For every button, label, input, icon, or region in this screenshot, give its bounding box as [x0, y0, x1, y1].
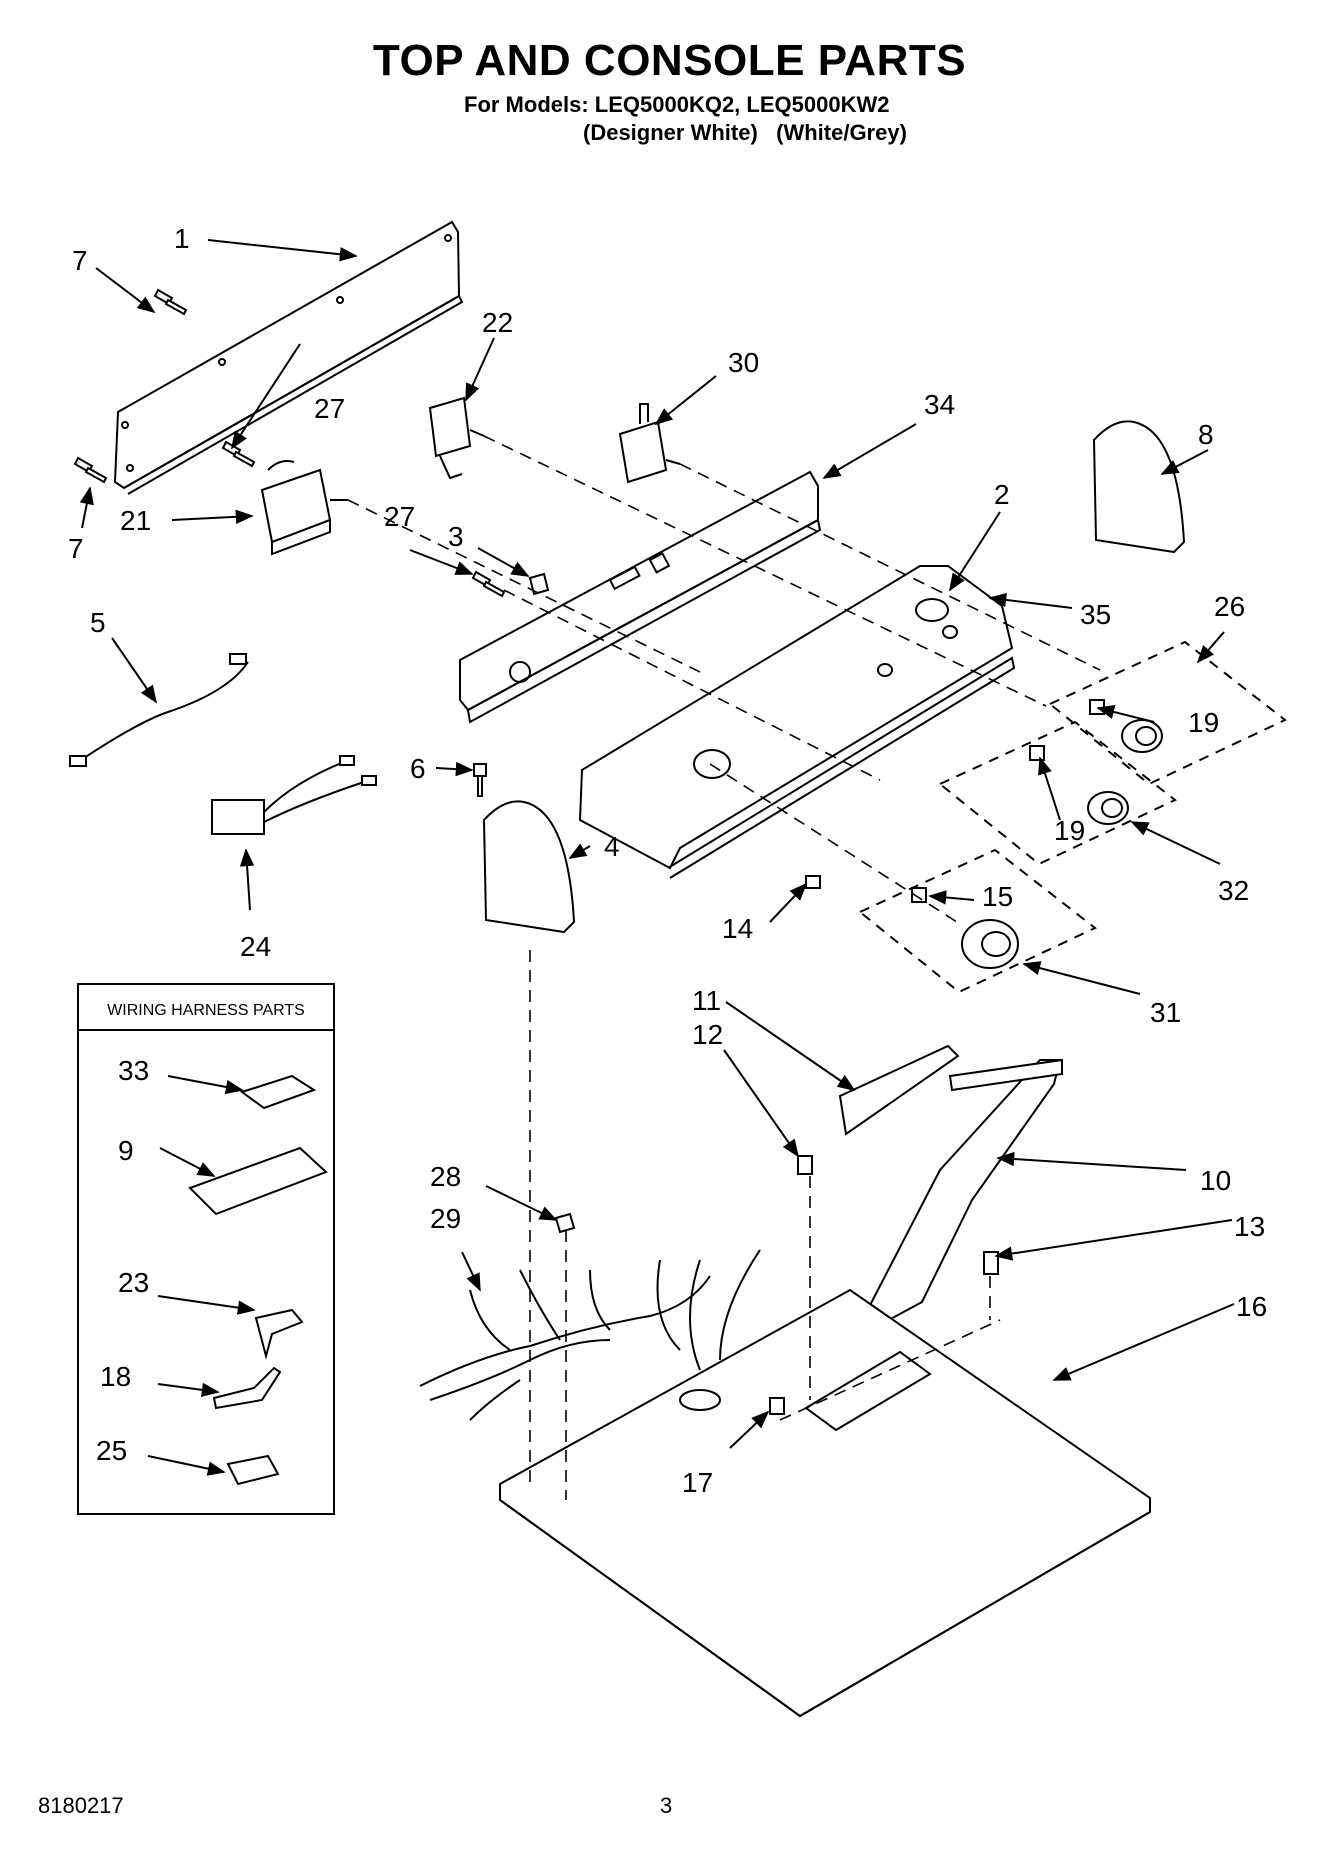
- callout-10: 10: [1200, 1165, 1231, 1196]
- part-31-knob-group: [858, 848, 1097, 994]
- part-knob-middle: [1087, 791, 1129, 825]
- part-16-top-panel: [499, 1288, 1151, 1718]
- callout-7-top: 7: [72, 245, 88, 276]
- part-27-screw-left: [221, 440, 256, 468]
- part-35-console: [578, 565, 1016, 879]
- callout-11: 11: [692, 985, 721, 1016]
- callout-7-bottom: 7: [68, 533, 84, 564]
- part-knob-lower: [961, 919, 1019, 969]
- callout-8: 8: [1198, 419, 1214, 450]
- callout-19-lower: 19: [1054, 815, 1085, 846]
- callout-32: 32: [1218, 875, 1249, 906]
- part-6-screw: [473, 763, 487, 797]
- part-5-wire: [77, 661, 249, 763]
- part-30-switch: [618, 403, 681, 484]
- part-34-control-panel: [459, 470, 822, 724]
- callout-26: 26: [1214, 591, 1245, 622]
- callout-13: 13: [1234, 1211, 1265, 1242]
- callout-2: 2: [994, 479, 1010, 510]
- callout-27-right: 27: [384, 501, 415, 532]
- part-7-screw-bottom: [73, 456, 108, 484]
- wiring-harness-box: [77, 983, 335, 1515]
- callout-6: 6: [410, 753, 426, 784]
- part-15-spacer: [911, 887, 927, 903]
- callout-1: 1: [174, 223, 190, 254]
- part-33-connector: [239, 1074, 317, 1110]
- callout-17: 17: [682, 1467, 713, 1498]
- callout-4: 4: [604, 831, 620, 862]
- doc-number: 8180217: [38, 1793, 124, 1818]
- part-9-connector-block: [188, 1146, 328, 1216]
- callout-22: 22: [482, 307, 513, 338]
- part-1-rear-panel: [113, 220, 464, 495]
- part-12-clip: [797, 1155, 813, 1175]
- callout-27-left: 27: [314, 393, 345, 424]
- part-22-switch: [428, 396, 485, 480]
- part-19-spacer-upper: [1089, 699, 1105, 715]
- page-title: TOP AND CONSOLE PARTS: [372, 36, 967, 85]
- callout-16: 16: [1236, 1291, 1267, 1322]
- part-7-screw-top: [153, 288, 188, 316]
- callout-5: 5: [90, 607, 106, 638]
- part-17-plug: [769, 1397, 785, 1415]
- callout-31: 31: [1150, 997, 1181, 1028]
- part-25-connector: [226, 1454, 280, 1486]
- callout-28: 28: [430, 1161, 461, 1192]
- callout-29: 29: [430, 1203, 461, 1234]
- part-14-screw: [805, 875, 821, 889]
- callout-3: 3: [448, 521, 464, 552]
- page-number: 3: [660, 1793, 673, 1818]
- callout-18: 18: [100, 1361, 131, 1392]
- callout-25: 25: [96, 1435, 127, 1466]
- part-21-timer: [260, 460, 348, 556]
- callout-24: 24: [240, 931, 271, 962]
- callout-33: 33: [118, 1055, 149, 1086]
- part-18-terminal: [212, 1366, 282, 1410]
- callout-30: 30: [728, 347, 759, 378]
- part-19-spacer-lower: [1029, 745, 1045, 761]
- wiring-box-title: WIRING HARNESS PARTS: [107, 1002, 305, 1019]
- part-3-clip: [528, 572, 550, 596]
- callout-21: 21: [120, 505, 151, 536]
- part-8-end-cap-right: [1092, 420, 1186, 554]
- callout-35: 35: [1080, 599, 1111, 630]
- part-32-knob-group: [938, 720, 1177, 866]
- part-knob-upper: [1121, 719, 1163, 753]
- models-line: For Models: LEQ5000KQ2, LEQ5000KW2: [464, 92, 890, 117]
- callout-9: 9: [118, 1135, 134, 1166]
- part-27-screw-right: [471, 570, 506, 598]
- callout-23: 23: [118, 1267, 149, 1298]
- callout-15: 15: [982, 881, 1013, 912]
- part-24-harness: [211, 755, 377, 835]
- variants-line: (Designer White) (White/Grey): [583, 120, 907, 145]
- callout-14: 14: [722, 913, 753, 944]
- part-26-knob-group: [1048, 640, 1287, 786]
- callout-12: 12: [692, 1019, 723, 1050]
- part-23-clip: [254, 1308, 304, 1360]
- callout-19-upper: 19: [1188, 707, 1219, 738]
- part-4-end-cap-left: [482, 800, 576, 934]
- callout-34: 34: [924, 389, 955, 420]
- part-28-clip: [554, 1212, 576, 1234]
- part-11-filter-cover: [838, 1044, 960, 1136]
